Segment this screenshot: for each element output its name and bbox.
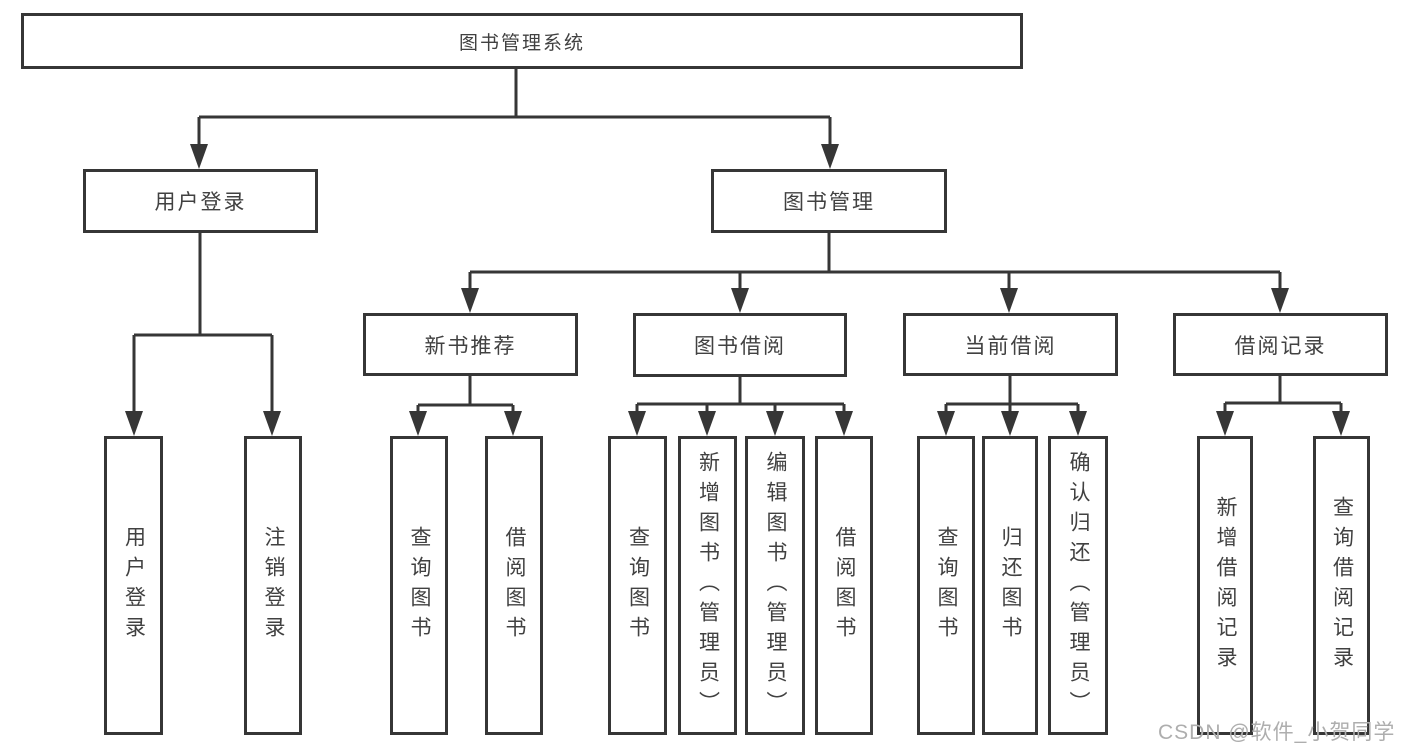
leaf-query-books-borrow-label: 查询图书 — [626, 525, 650, 646]
leaf-edit-books-admin: 编辑图书（管理员） — [745, 436, 805, 735]
leaf-user-login-label: 用户登录 — [122, 525, 146, 646]
leaf-confirm-return-admin: 确认归还（管理员） — [1048, 436, 1108, 735]
node-new-book-recommend: 新书推荐 — [363, 313, 578, 376]
leaf-borrow-books-recommend: 借阅图书 — [485, 436, 543, 735]
leaf-add-books-admin-label: 新增图书（管理员） — [696, 450, 720, 721]
node-library-system: 图书管理系统 — [21, 13, 1023, 69]
node-new-book-recommend-label: 新书推荐 — [424, 334, 517, 358]
leaf-return-books-label: 归还图书 — [999, 525, 1022, 646]
leaf-query-borrow-record-label: 查询借阅记录 — [1330, 495, 1354, 676]
node-library-system-label: 图书管理系统 — [458, 32, 585, 54]
leaf-logout-label: 注销登录 — [262, 525, 285, 646]
leaf-edit-books-admin-label: 编辑图书（管理员） — [764, 450, 787, 721]
leaf-user-login: 用户登录 — [104, 436, 163, 735]
leaf-confirm-return-admin-label: 确认归还（管理员） — [1067, 450, 1090, 721]
node-current-borrow-label: 当前借阅 — [964, 334, 1057, 358]
leaf-borrow-books: 借阅图书 — [815, 436, 873, 735]
arrowhead-group — [125, 144, 1350, 436]
leaf-borrow-books-recommend-label: 借阅图书 — [503, 525, 526, 646]
leaf-query-borrow-record: 查询借阅记录 — [1313, 436, 1370, 735]
leaf-query-books-current: 查询图书 — [917, 436, 975, 735]
leaf-query-books-recommend: 查询图书 — [390, 436, 448, 735]
node-user-login-label: 用户登录 — [154, 191, 247, 214]
node-user-login: 用户登录 — [83, 169, 318, 233]
node-book-borrow-label: 图书借阅 — [694, 335, 786, 358]
node-book-borrow: 图书借阅 — [633, 313, 847, 377]
csdn-watermark: CSDN @软件_小贺同学 — [1158, 721, 1396, 744]
leaf-return-books: 归还图书 — [982, 436, 1038, 735]
leaf-add-books-admin: 新增图书（管理员） — [678, 436, 737, 735]
node-current-borrow: 当前借阅 — [903, 313, 1118, 376]
leaf-logout: 注销登录 — [244, 436, 302, 735]
leaf-query-books-current-label: 查询图书 — [935, 525, 958, 646]
leaf-borrow-books-label: 借阅图书 — [833, 525, 856, 646]
node-book-management-label: 图书管理 — [783, 191, 875, 214]
leaf-add-borrow-record-label: 新增借阅记录 — [1214, 495, 1237, 676]
leaf-query-books-recommend-label: 查询图书 — [408, 525, 431, 646]
leaf-add-borrow-record: 新增借阅记录 — [1197, 436, 1253, 735]
node-borrow-records-label: 借阅记录 — [1234, 334, 1327, 358]
node-book-management: 图书管理 — [711, 169, 947, 233]
leaf-query-books-borrow: 查询图书 — [608, 436, 667, 735]
node-borrow-records: 借阅记录 — [1173, 313, 1388, 376]
